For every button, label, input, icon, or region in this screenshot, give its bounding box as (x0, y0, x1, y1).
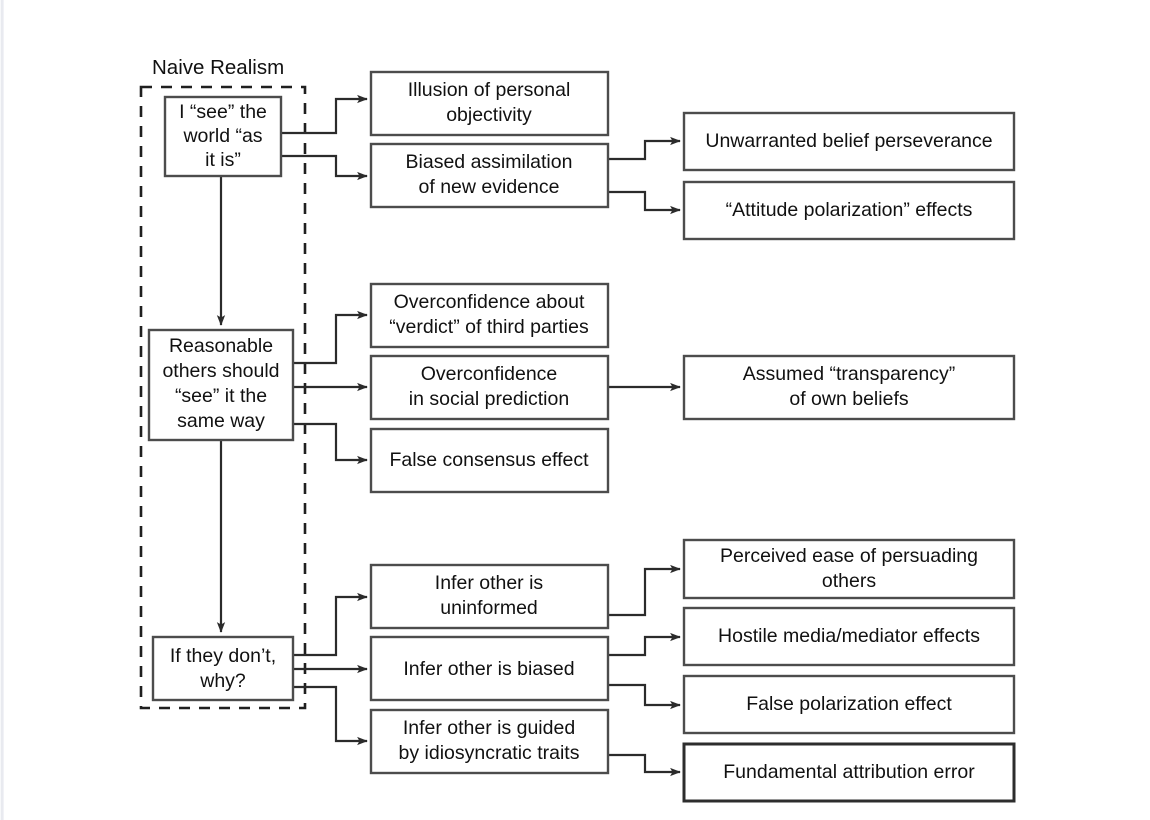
node-e1-line-1: Unwarranted belief perseverance (705, 130, 992, 152)
node-perceived-ease-of-persuading[interactable]: Perceived ease of persuading others (682, 538, 1016, 600)
node-hostile-media-effects[interactable]: Hostile media/mediator effects (682, 606, 1016, 667)
edge-tenet2-to-false-consensus (281, 422, 368, 465)
naive-realism-group-border (139, 85, 307, 710)
node-c2-line-1: Biased assimilation (406, 151, 573, 173)
node-c4-line-1: Overconfidence (421, 363, 558, 385)
edge-tenet1-to-biased-assimilation (281, 154, 368, 181)
edge-biased-assimilation-to-attitude-polarization (608, 190, 681, 215)
node-c6-line-2: uninformed (440, 597, 538, 619)
node-tenet2-line-4: same way (177, 410, 265, 432)
node-c8-line-2: by idiosyncratic traits (399, 742, 580, 764)
node-tenet1-line-2: world “as (182, 125, 262, 147)
edge-biased-assimilation-to-unwarranted (608, 136, 681, 161)
group-title-label: Naive Realism (152, 56, 284, 79)
node-assumed-transparency[interactable]: Assumed “transparency” of own beliefs (682, 354, 1016, 421)
node-infer-other-idiosyncratic[interactable]: Infer other is guided by idiosyncratic t… (369, 708, 610, 775)
page-edge-shadow (0, 0, 4, 820)
node-fundamental-attribution-error[interactable]: Fundamental attribution error (682, 742, 1016, 803)
node-e3-line-1: Assumed “transparency” (743, 363, 955, 385)
edge-infer-biased-to-hostile-media (608, 632, 681, 657)
node-tenet2-line-3: “see” it the (175, 385, 267, 407)
node-tenet2-line-1: Reasonable (169, 335, 273, 357)
node-biased-assimilation[interactable]: Biased assimilation of new evidence (369, 142, 610, 209)
edge-tenet3-to-infer-uninformed (281, 592, 368, 657)
node-overconfidence-social-prediction[interactable]: Overconfidence in social prediction (369, 354, 610, 421)
node-tenet1[interactable]: I “see” the world “as it is” (163, 95, 283, 178)
node-e3-line-2: of own beliefs (789, 388, 908, 410)
node-c3-line-1: Overconfidence about (394, 291, 585, 313)
node-tenet3-line-1: If they don’t, (170, 645, 276, 667)
node-c1-line-1: Illusion of personal (408, 79, 571, 101)
node-unwarranted-belief-perseverance[interactable]: Unwarranted belief perseverance (682, 111, 1016, 172)
node-e5-line-1: Hostile media/mediator effects (718, 625, 980, 647)
node-tenet2[interactable]: Reasonable others should “see” it the sa… (147, 328, 295, 442)
node-e2-line-1: “Attitude polarization” effects (726, 199, 973, 221)
node-tenet1-line-1: I “see” the (179, 101, 267, 123)
node-infer-other-biased[interactable]: Infer other is biased (369, 635, 610, 702)
node-e7-line-1: Fundamental attribution error (723, 761, 975, 783)
node-c1-line-2: objectivity (446, 104, 532, 126)
node-c8-line-1: Infer other is guided (403, 717, 575, 739)
edge-infer-uninformed-to-perceived-ease (608, 564, 681, 617)
node-e4-line-2: others (822, 570, 876, 592)
node-tenet2-line-2: others should (162, 360, 279, 382)
edge-infer-biased-to-false-polarization (608, 683, 681, 710)
node-false-polarization-effect[interactable]: False polarization effect (682, 674, 1016, 735)
node-tenet3[interactable]: If they don’t, why? (151, 635, 295, 702)
edge-tenet2-to-overconfidence-verdict (281, 310, 368, 365)
node-c4-line-2: in social prediction (409, 388, 569, 410)
node-c2-line-2: of new evidence (419, 176, 560, 198)
node-attitude-polarization-effects[interactable]: “Attitude polarization” effects (682, 180, 1016, 241)
node-illusion-of-personal-objectivity[interactable]: Illusion of personal objectivity (369, 70, 610, 137)
node-c6-line-1: Infer other is (435, 572, 544, 594)
node-tenet3-line-2: why? (199, 670, 246, 692)
connector-layer (216, 94, 681, 777)
node-e6-line-1: False polarization effect (746, 693, 952, 715)
node-overconfidence-verdict[interactable]: Overconfidence about “verdict” of third … (369, 282, 610, 349)
edge-infer-idiosyncratic-to-fundamental-attribution (608, 753, 681, 777)
node-infer-other-uninformed[interactable]: Infer other is uninformed (369, 563, 610, 630)
node-c5-line-1: False consensus effect (389, 449, 589, 471)
node-tenet1-line-3: it is” (205, 149, 241, 171)
node-e4-line-1: Perceived ease of persuading (720, 545, 978, 567)
node-c3-line-2: “verdict” of third parties (389, 316, 589, 338)
edge-tenet3-to-infer-idiosyncratic (281, 685, 368, 746)
edge-tenet1-to-illusion (281, 94, 368, 135)
node-false-consensus-effect[interactable]: False consensus effect (369, 427, 610, 494)
node-c7-line-1: Infer other is biased (403, 658, 574, 680)
